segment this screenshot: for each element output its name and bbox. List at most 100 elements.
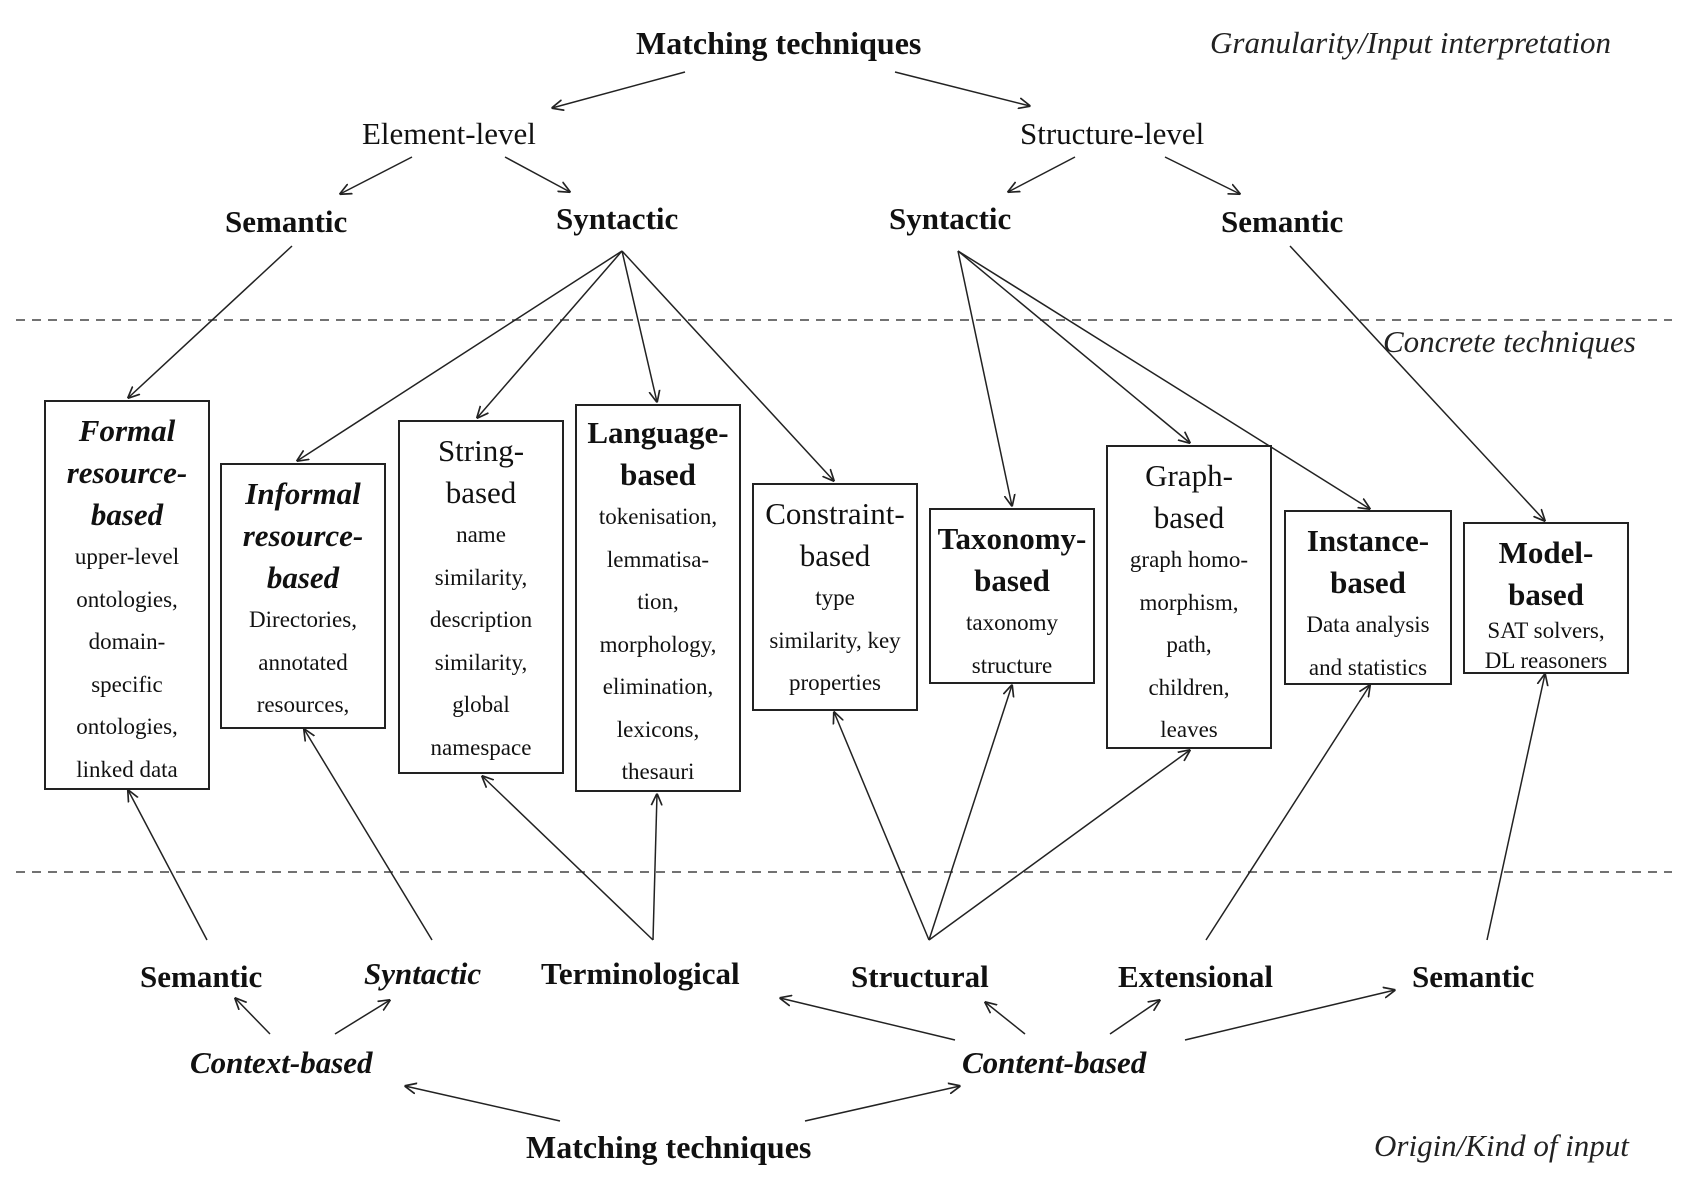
language-body-4: morphology, (599, 631, 717, 657)
bottom-title: Matching techniques (526, 1129, 812, 1165)
arrow-structural-to-graph (928, 750, 1190, 941)
formal-head-1: Formal (78, 413, 176, 448)
formal-body-1: upper-level (74, 544, 180, 569)
arrow-extensional-to-instance (1205, 685, 1370, 941)
box-instance-based: Instance- based Data analysis and statis… (1284, 510, 1452, 685)
string-body-5: global (452, 692, 510, 717)
box-constraint-based: Constraint- based type similarity, key p… (752, 483, 918, 711)
string-body-1: name (456, 522, 506, 547)
top-title: Matching techniques (636, 25, 922, 61)
arrow-top-to-element-level (552, 71, 686, 108)
box-string-based: String- based name similarity, descripti… (398, 420, 564, 774)
arrow-element-to-syntactic (504, 156, 570, 192)
box-formal-resource-based: Formal resource- based upper-level ontol… (44, 400, 210, 790)
string-head-1: String- (437, 433, 525, 468)
taxonomy-body-2: structure (971, 652, 1053, 678)
informal-body-1: Directories, (249, 607, 357, 632)
box-informal-resource-based: Informal resource- based Directories, an… (220, 463, 386, 729)
arrow-content-to-semantic2 (1184, 990, 1395, 1041)
arrow-semantic2-to-model (1486, 674, 1545, 941)
arrow-structure-to-syntactic (1008, 156, 1076, 192)
arrow-st-syntactic-to-graph (957, 250, 1190, 443)
language-body-6: lexicons, (616, 716, 700, 742)
arrow-st-semantic-to-model (1289, 245, 1545, 521)
structure-level-label: Structure-level (1020, 116, 1205, 151)
constraint-body-2: similarity, key (769, 627, 901, 653)
arrow-context-to-semantic (235, 998, 271, 1035)
box-language-based: Language- based tokenisation, lemmatisa-… (575, 404, 741, 792)
graph-body-4: children, (1148, 674, 1230, 700)
bottom-semantic2-label: Semantic (1412, 959, 1535, 994)
bottom-terminological-label: Terminological (541, 956, 740, 991)
instance-body-1: Data analysis (1306, 612, 1430, 637)
instance-head-1: Instance- (1306, 523, 1430, 558)
formal-head-2: resource- (66, 455, 188, 490)
graph-body-5: leaves (1160, 717, 1218, 742)
structure-syntactic-label: Syntactic (889, 201, 1012, 236)
language-head-1: Language- (587, 415, 729, 450)
constraint-head-2: based (799, 538, 871, 573)
constraint-body-3: properties (789, 670, 881, 695)
instance-body-2: and statistics (1308, 654, 1428, 680)
arrow-terminological-to-string (482, 776, 654, 941)
informal-head-2: resource- (242, 518, 364, 553)
informal-body-2: annotated (258, 649, 348, 675)
model-head-1: Model- (1498, 535, 1594, 570)
arrow-content-to-structural (985, 1002, 1026, 1035)
model-body-1: SAT solvers, (1487, 618, 1605, 643)
element-level-label: Element-level (362, 116, 536, 151)
arrow-structure-to-semantic (1164, 156, 1240, 194)
formal-body-3: domain- (88, 629, 166, 654)
context-based-label: Context-based (190, 1045, 373, 1080)
language-body-1: tokenisation, (598, 504, 718, 529)
bottom-syntactic-label: Syntactic (364, 956, 482, 991)
content-based-label: Content-based (962, 1045, 1147, 1080)
arrow-context-to-syntactic (334, 1000, 390, 1035)
arrow-element-to-semantic (340, 156, 413, 194)
formal-head-3: based (90, 497, 164, 532)
arrow-semantic-to-formal (128, 790, 208, 941)
arrow-content-to-terminological (780, 998, 956, 1041)
corner-label-origin: Origin/Kind of input (1374, 1128, 1629, 1163)
constraint-body-1: type (815, 585, 855, 610)
bottom-structural-label: Structural (851, 959, 989, 994)
language-body-3: tion, (637, 589, 679, 614)
element-syntactic-label: Syntactic (556, 201, 679, 236)
box-taxonomy-based: Taxonomy- based taxonomy structure (929, 508, 1095, 684)
model-head-2: based (1508, 577, 1584, 612)
graph-body-1: graph homo- (1129, 547, 1249, 572)
box-graph-based: Graph- based graph homo- morphism, path,… (1106, 445, 1272, 749)
arrow-el-semantic-to-formal (128, 245, 293, 398)
graph-head-2: based (1153, 500, 1225, 535)
instance-head-2: based (1330, 565, 1406, 600)
arrow-structural-to-constraint (834, 712, 930, 941)
bottom-extensional-label: Extensional (1118, 959, 1274, 994)
arrow-terminological-to-language (653, 794, 657, 941)
arrow-bottom-to-content (804, 1086, 960, 1122)
string-body-3: description (429, 607, 533, 632)
arrow-structural-to-taxonomy (928, 685, 1012, 941)
informal-head-1: Informal (245, 476, 361, 511)
arrow-el-syntactic-to-constraint (621, 250, 834, 481)
graph-head-1: Graph- (1145, 458, 1233, 493)
string-body-6: namespace (430, 734, 532, 760)
arrow-bottom-to-context (405, 1086, 561, 1122)
model-body-2: DL reasoners (1484, 648, 1608, 673)
string-head-2: based (445, 475, 517, 510)
arrow-el-syntactic-to-string (477, 250, 623, 418)
informal-head-3: based (266, 560, 340, 595)
language-head-2: based (620, 457, 696, 492)
informal-body-3: resources, (256, 692, 350, 717)
constraint-head-1: Constraint- (765, 496, 905, 531)
language-body-7: thesauri (621, 759, 695, 784)
structure-semantic-label: Semantic (1221, 204, 1344, 239)
taxonomy-head-2: based (974, 563, 1050, 598)
formal-body-5: ontologies, (76, 714, 178, 739)
arrow-top-to-structure-level (894, 71, 1030, 106)
language-body-2: lemmatisa- (606, 546, 710, 572)
element-semantic-label: Semantic (225, 204, 348, 239)
bottom-semantic-label: Semantic (140, 959, 263, 994)
arrow-st-syntactic-to-taxonomy (957, 250, 1012, 506)
arrow-el-syntactic-to-language (621, 250, 657, 402)
corner-label-granularity: Granularity/Input interpretation (1210, 25, 1611, 60)
